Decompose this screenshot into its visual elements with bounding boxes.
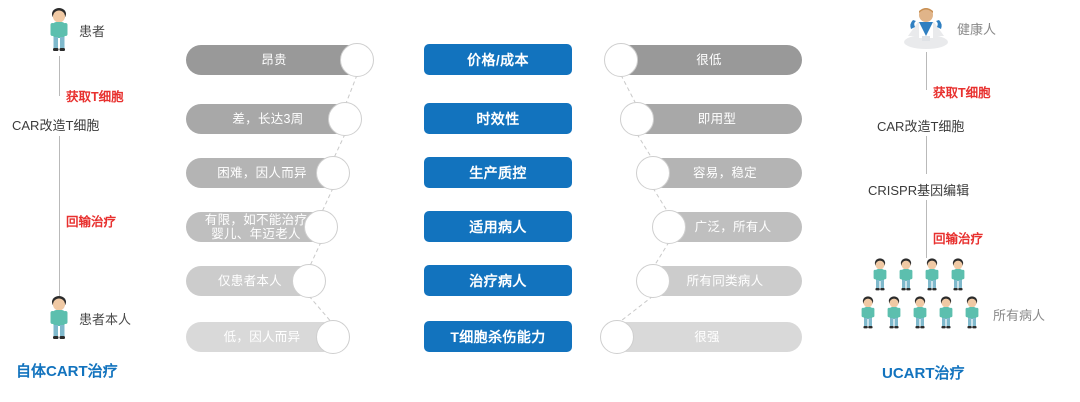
criterion-pill[interactable]: 治疗病人: [424, 265, 572, 296]
autologous-node-circle: [340, 43, 374, 77]
ucart-value-bar: 广泛，所有人: [664, 212, 802, 242]
ucart-value-text: 很低: [696, 53, 722, 67]
ucart-row: 很强: [0, 320, 1080, 354]
left-step1-label: 获取T细胞: [66, 90, 124, 104]
autologous-value-bar: 困难，因人而异: [186, 158, 338, 188]
right-top-person: 健康人: [900, 6, 996, 50]
autologous-row: 仅患者本人: [0, 264, 400, 298]
ucart-node-circle: [620, 102, 654, 136]
ucart-value-bar: 很低: [616, 45, 802, 75]
autologous-row: 昂贵: [0, 43, 400, 77]
ucart-row: 很低: [0, 43, 1080, 77]
autologous-value-text: 差，长达3周: [232, 112, 304, 126]
autologous-value-text: 仅患者本人: [217, 274, 282, 288]
right-connector-2: [926, 136, 927, 174]
autologous-value-bar: 昂贵: [186, 45, 362, 75]
ucart-row: 即用型: [0, 102, 1080, 136]
patient-figure-icon: [50, 296, 68, 339]
patient-figure-icon: [50, 8, 68, 51]
ucart-value-text: 广泛，所有人: [694, 220, 772, 234]
right-bottom-crowd: 所有病人: [858, 258, 1045, 344]
ucart-value-text: 所有同类病人: [686, 274, 764, 288]
autologous-cart-flow: 患者 获取T细胞 CAR改造T细胞 回输治疗 患者本人 自体CART治疗: [0, 0, 240, 402]
autologous-value-text: 低，因人而异: [223, 330, 301, 344]
ucart-value-bar: 所有同类病人: [648, 266, 802, 296]
ucart-node-circle: [604, 43, 638, 77]
right-step1-label: 获取T细胞: [933, 86, 991, 100]
left-bottom-person: 患者本人: [44, 296, 131, 340]
left-top-person-label: 患者: [79, 23, 106, 39]
criterion-label: 适用病人: [469, 218, 527, 235]
ucart-value-bar: 即用型: [632, 104, 802, 134]
left-step2-label: CAR改造T细胞: [12, 118, 100, 133]
criterion-pill[interactable]: T细胞杀伤能力: [424, 321, 572, 352]
criterion-pill[interactable]: 价格/成本: [424, 44, 572, 75]
autologous-value-bar: 仅患者本人: [186, 266, 314, 296]
patient-crowd-icon: [861, 258, 979, 329]
healthy-person-figure-icon: [904, 8, 948, 49]
ucart-value-text: 很强: [694, 330, 720, 344]
autologous-node-circle: [304, 210, 338, 244]
criterion-pill[interactable]: 时效性: [424, 103, 572, 134]
ucart-value-bar: 很强: [612, 322, 802, 352]
autologous-row: 有限，如不能治疗 婴儿、年迈老人: [0, 210, 400, 244]
ucart-node-circle: [636, 156, 670, 190]
autologous-value-bar: 低，因人而异: [186, 322, 338, 352]
ucart-row: 广泛，所有人: [0, 210, 1080, 244]
ucart-value-text: 即用型: [697, 112, 737, 126]
ucart-node-circle: [636, 264, 670, 298]
left-bottom-person-label: 患者本人: [79, 311, 132, 327]
autologous-node-circle: [316, 156, 350, 190]
right-top-person-label: 健康人: [957, 21, 997, 37]
autologous-value-text: 昂贵: [261, 53, 287, 67]
criterion-label: 治疗病人: [469, 272, 527, 289]
autologous-node-circle: [292, 264, 326, 298]
left-connector-2: [59, 136, 60, 296]
autologous-node-circle: [316, 320, 350, 354]
autologous-row: 差，长达3周: [0, 102, 400, 136]
criterion-label: 时效性: [476, 110, 520, 127]
ucart-value-bar: 容易，稳定: [648, 158, 802, 188]
right-step2-label: CAR改造T细胞: [877, 119, 965, 134]
autologous-row: 低，因人而异: [0, 320, 400, 354]
autologous-value-text: 有限，如不能治疗 婴儿、年迈老人: [204, 213, 308, 241]
criterion-pill[interactable]: 适用病人: [424, 211, 572, 242]
right-flow-title: UCART治疗: [882, 365, 965, 382]
right-step4-label: 回输治疗: [933, 232, 984, 246]
right-connector-1: [926, 52, 927, 90]
criterion-pill[interactable]: 生产质控: [424, 157, 572, 188]
autologous-node-circle: [328, 102, 362, 136]
left-top-person: 患者: [44, 8, 105, 52]
criterion-label: T细胞杀伤能力: [450, 328, 546, 345]
autologous-row: 困难，因人而异: [0, 156, 400, 190]
right-connector-3: [926, 200, 927, 258]
ucart-node-circle: [652, 210, 686, 244]
autologous-value-text: 困难，因人而异: [217, 166, 307, 180]
left-connector-1: [59, 56, 60, 96]
criterion-label: 价格/成本: [467, 51, 529, 68]
left-step3-label: 回输治疗: [66, 215, 117, 229]
ucart-node-circle: [600, 320, 634, 354]
right-bottom-crowd-label: 所有病人: [993, 308, 1046, 323]
left-flow-title: 自体CART治疗: [16, 363, 118, 380]
ucart-flow: 健康人 获取T细胞 CAR改造T细胞 CRISPR基因编辑 回输治疗: [840, 0, 1080, 402]
right-step3-label: CRISPR基因编辑: [868, 183, 970, 198]
autologous-value-bar: 差，长达3周: [186, 104, 350, 134]
autologous-value-bar: 有限，如不能治疗 婴儿、年迈老人: [186, 212, 326, 242]
criterion-label: 生产质控: [469, 164, 527, 181]
ucart-row: 所有同类病人: [0, 264, 1080, 298]
ucart-row: 容易，稳定: [0, 156, 1080, 190]
ucart-value-text: 容易，稳定: [692, 166, 757, 180]
